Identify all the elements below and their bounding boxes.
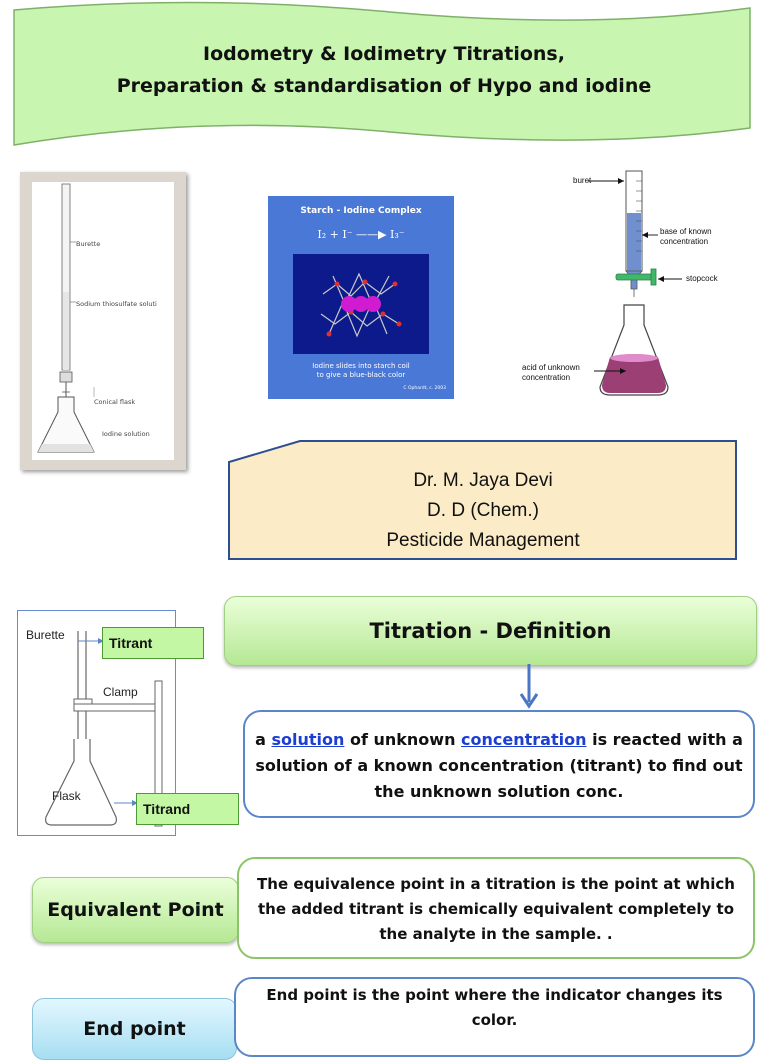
iodine-solution-label: Iodine solution <box>102 430 150 438</box>
title-line-2: Preparation & standardisation of Hypo an… <box>116 75 652 97</box>
starch-credit: C Ophardt, c. 2003 <box>403 386 446 391</box>
acid-unknown-label-line-1: acid of unknown <box>522 363 580 372</box>
starch-equation: I₂ + I⁻ ——▶ I₃⁻ <box>317 228 405 241</box>
molecule-drawing <box>320 272 402 338</box>
setup-flask-label: Flask <box>52 789 81 803</box>
definition-of-unknown: of unknown <box>349 730 456 749</box>
burette-label: Burette <box>76 240 101 248</box>
burette-drawing <box>37 183 95 453</box>
title-banner <box>13 1 751 146</box>
starch-figure-title: Starch - Iodine Complex <box>300 206 422 216</box>
stopcock-label: stopcock <box>686 274 718 283</box>
sodium-thiosulfate-label: Sodium thiosulfate soluti <box>76 300 157 308</box>
titrant-tag: Titrant <box>102 627 204 659</box>
end-point-label: End point <box>32 998 237 1060</box>
starch-molecule-image <box>293 254 429 354</box>
setup-drawing <box>45 631 163 827</box>
definition-box <box>243 710 755 818</box>
titration-definition-heading: Titration - Definition <box>224 596 757 666</box>
page-title: Iodometry & Iodimetry Titrations, Prepar… <box>40 38 728 102</box>
equivalent-point-text: The equivalence point in a titration is … <box>257 875 735 943</box>
base-known-label-line-1: base of known <box>660 227 712 236</box>
equivalent-point-box <box>237 857 755 959</box>
title-line-1: Iodometry & Iodimetry Titrations, <box>203 43 565 65</box>
starch-caption-line-1: Iodine slides into starch coil <box>312 362 410 370</box>
burette-figure: Burette Sodium thiosulfate soluti Conica… <box>20 172 186 470</box>
acid-unknown-label-line-2: concentration <box>522 373 571 382</box>
down-arrow-icon <box>519 664 539 709</box>
author-info: Dr. M. Jaya Devi D. D (Chem.) Pesticide … <box>228 466 738 556</box>
titration-drawing <box>588 170 682 396</box>
author-box <box>228 440 737 560</box>
base-known-label-line-2: concentration <box>660 237 709 246</box>
titrand-tag: Titrand <box>136 793 239 825</box>
author-department: Pesticide Management <box>386 530 580 551</box>
buret-label: buret <box>573 176 592 185</box>
setup-burette-label: Burette <box>26 628 65 642</box>
starch-caption-line-2: to give a blue-black color <box>316 371 406 379</box>
starch-iodine-figure: Starch - Iodine Complex I₂ + I⁻ ——▶ I₃⁻ … <box>268 196 454 399</box>
definition-text: a solution of unknown concentration is r… <box>250 727 748 805</box>
solution-link[interactable]: solution <box>271 730 345 749</box>
author-degree: D. D (Chem.) <box>427 500 539 521</box>
end-point-text: End point is the point where the indicat… <box>266 986 723 1029</box>
equivalent-point-label: Equivalent Point <box>32 877 239 943</box>
conical-flask-label: Conical flask <box>94 398 136 406</box>
titration-diagram: buret base of known concentration stopco… <box>500 165 760 405</box>
concentration-link[interactable]: concentration <box>461 730 587 749</box>
setup-clamp-label: Clamp <box>103 685 138 699</box>
author-name: Dr. M. Jaya Devi <box>413 470 553 491</box>
definition-rest: is reacted with a solution of a known co… <box>255 730 743 801</box>
definition-word-a: a <box>255 730 266 749</box>
burette-figure-canvas: Burette Sodium thiosulfate soluti Conica… <box>32 182 174 460</box>
